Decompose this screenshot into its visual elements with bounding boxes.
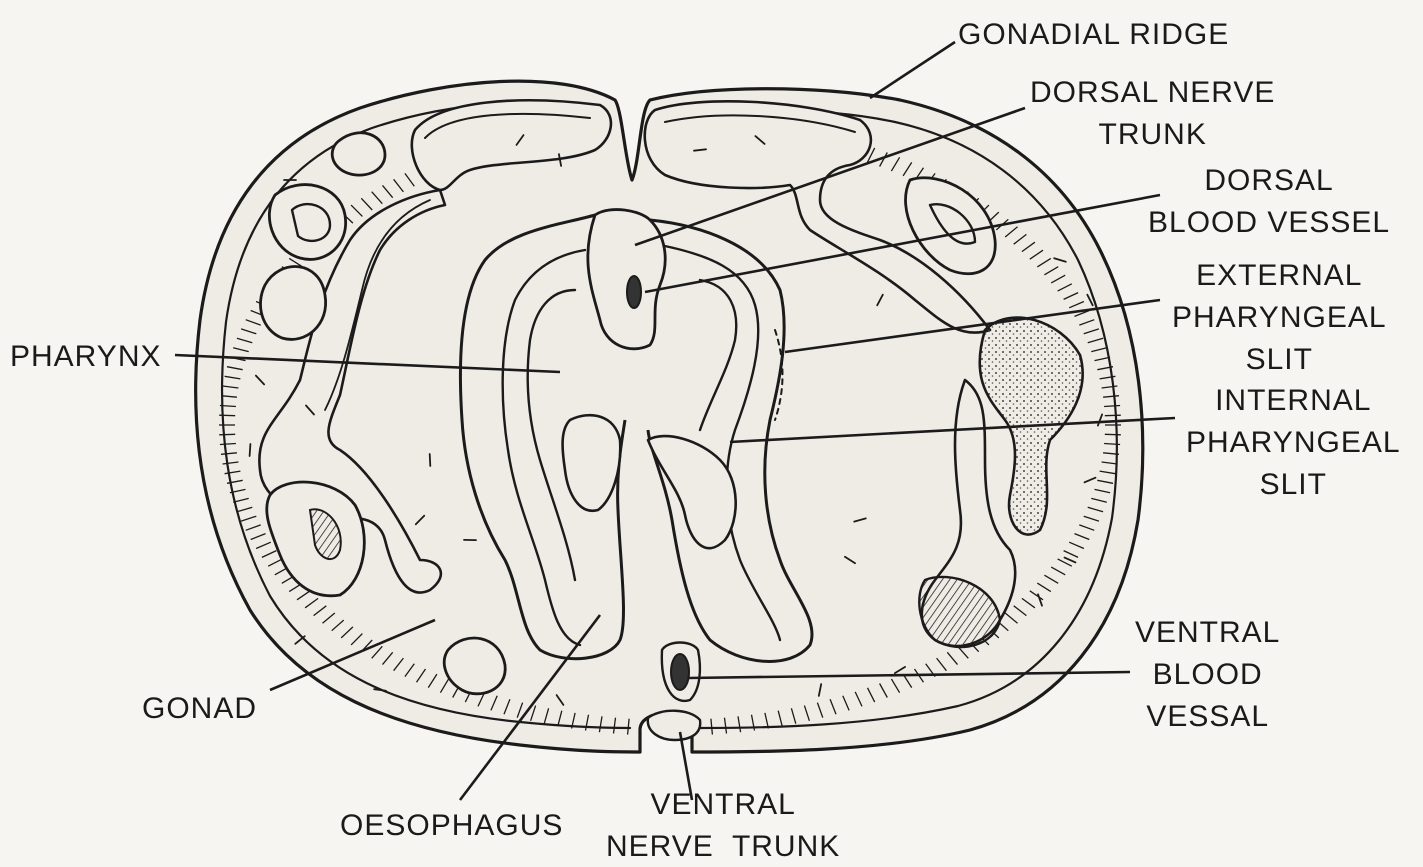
label-internal-pharyngeal-slit-line3: SLIT bbox=[1186, 464, 1401, 506]
label-dorsal-nerve-trunk-line2: TRUNK bbox=[1030, 114, 1275, 156]
label-internal-pharyngeal-slit: INTERNAL PHARYNGEAL SLIT bbox=[1186, 380, 1401, 506]
label-gonad: GONAD bbox=[142, 688, 257, 730]
label-ventral-blood-vessel-line1: VENTRAL bbox=[1135, 612, 1280, 654]
label-dorsal-blood-vessel-line2: BLOOD VESSEL bbox=[1148, 202, 1390, 244]
label-ventral-blood-vessel-line2: BLOOD bbox=[1135, 654, 1280, 696]
label-dorsal-nerve-trunk: DORSAL NERVE TRUNK bbox=[1030, 72, 1275, 156]
connective-dash bbox=[430, 454, 431, 466]
label-ventral-blood-vessel: VENTRAL BLOOD VESSAL bbox=[1135, 612, 1280, 738]
label-ventral-blood-vessel-line3: VESSAL bbox=[1135, 696, 1280, 738]
cuticle-tick bbox=[1105, 415, 1121, 416]
connective-dash bbox=[250, 444, 251, 456]
label-dorsal-blood-vessel: DORSAL BLOOD VESSEL bbox=[1148, 160, 1390, 244]
label-external-pharyngeal-slit: EXTERNAL PHARYNGEAL SLIT bbox=[1172, 255, 1387, 381]
label-gonadial-ridge: GONADIAL RIDGE bbox=[958, 14, 1229, 56]
cuticle-tick bbox=[1105, 434, 1121, 435]
label-pharynx: PHARYNX bbox=[10, 336, 162, 378]
label-ventral-nerve-trunk-line1: VENTRAL bbox=[606, 784, 840, 826]
label-internal-pharyngeal-slit-line2: PHARYNGEAL bbox=[1186, 422, 1401, 464]
cuticle-tick bbox=[219, 415, 235, 416]
label-gonad-text: GONAD bbox=[142, 688, 257, 730]
label-external-pharyngeal-slit-line1: EXTERNAL bbox=[1172, 255, 1387, 297]
label-ventral-nerve-trunk: VENTRAL NERVE TRUNK bbox=[606, 784, 840, 867]
cuticle-tick bbox=[219, 434, 235, 435]
leader-gonadial-ridge bbox=[870, 42, 955, 98]
label-dorsal-blood-vessel-line1: DORSAL bbox=[1148, 160, 1390, 202]
label-ventral-nerve-trunk-line2: NERVE TRUNK bbox=[606, 826, 840, 867]
label-external-pharyngeal-slit-line2: PHARYNGEAL bbox=[1172, 297, 1387, 339]
label-oesophagus: OESOPHAGUS bbox=[340, 805, 563, 847]
label-dorsal-nerve-trunk-line1: DORSAL NERVE bbox=[1030, 72, 1275, 114]
label-internal-pharyngeal-slit-line1: INTERNAL bbox=[1186, 380, 1401, 422]
label-pharynx-text: PHARYNX bbox=[10, 336, 162, 378]
label-gonadial-ridge-text: GONADIAL RIDGE bbox=[958, 14, 1229, 56]
label-external-pharyngeal-slit-line3: SLIT bbox=[1172, 339, 1387, 381]
label-oesophagus-text: OESOPHAGUS bbox=[340, 805, 563, 847]
